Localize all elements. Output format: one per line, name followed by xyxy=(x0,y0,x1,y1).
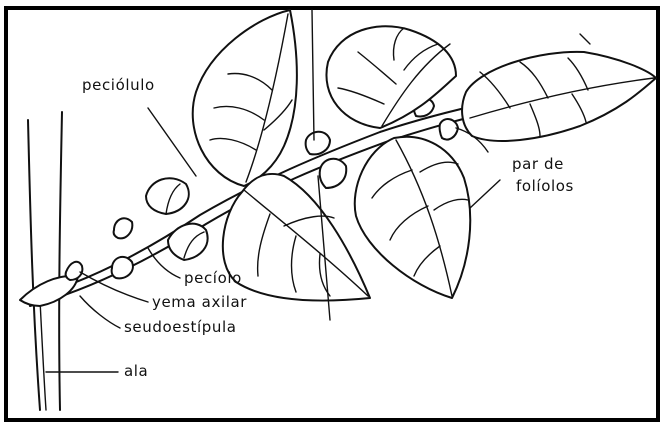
label-foliolos: folíolos xyxy=(516,177,574,195)
label-par-de: par de xyxy=(512,155,564,173)
label-peciolo: pecíolo xyxy=(184,269,242,287)
stem xyxy=(28,112,62,410)
label-yema-axilar: yema axilar xyxy=(152,293,247,311)
label-peciolulo: peciólulo xyxy=(82,76,155,94)
label-seudoestipula: seudoestípula xyxy=(124,318,237,336)
stipule-and-bud xyxy=(20,262,82,306)
label-ala: ala xyxy=(124,362,148,380)
large-leaflets xyxy=(193,10,656,301)
